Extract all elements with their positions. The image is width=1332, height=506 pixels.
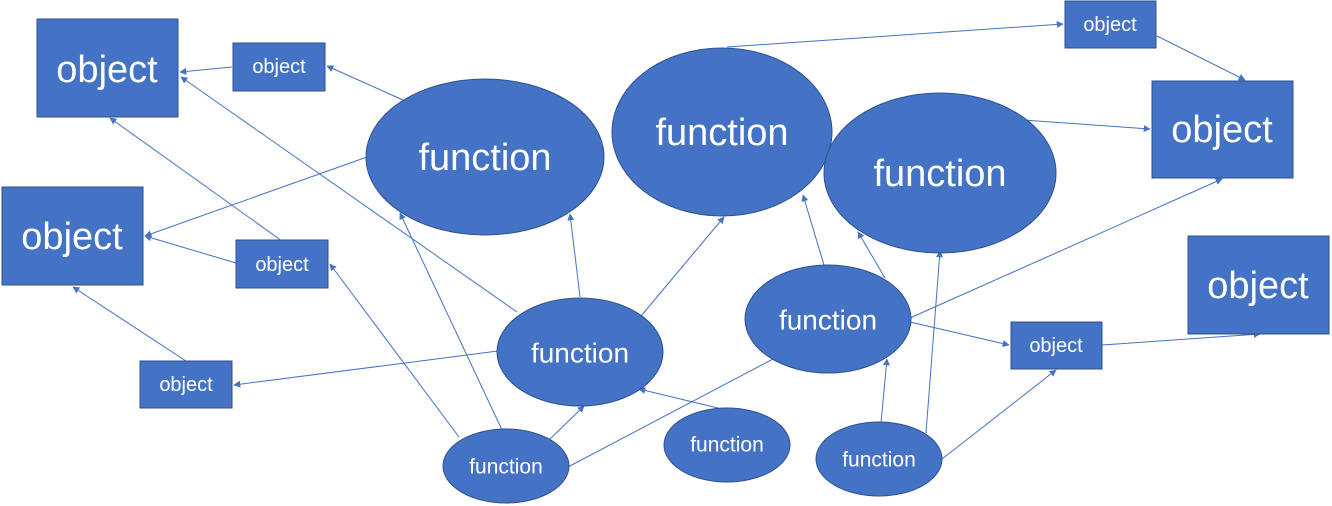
object-bottom-left-label: object	[159, 374, 213, 396]
function-main: function	[365, 78, 605, 236]
object-small-top-label: object	[252, 56, 306, 78]
edge-function-center-to-function-top	[640, 216, 725, 317]
edge-function-bottom-right-to-function-right-mid	[880, 358, 890, 424]
function-bottom-left: function	[442, 428, 570, 504]
edge-function-right-mid-to-object-small-right	[909, 321, 1010, 347]
edge-function-bottom-left-to-function-right-mid	[567, 358, 774, 468]
object-small-top: object	[232, 42, 326, 92]
object-right: object	[1151, 80, 1294, 179]
function-bottom-right: function	[815, 421, 943, 497]
object-bottom-left: object	[139, 360, 233, 409]
object-mid-left: object	[1, 186, 144, 286]
edge-object-top-right-to-object-right	[1156, 35, 1246, 81]
function-right-label: function	[873, 153, 1006, 195]
function-small: function	[663, 407, 791, 483]
function-top: function	[611, 47, 833, 217]
function-right-mid: function	[744, 264, 912, 374]
function-center: function	[496, 297, 664, 407]
edge-function-bottom-right-to-function-right	[925, 250, 944, 434]
object-bottom-right: object	[1187, 235, 1330, 335]
object-mid-left-label: object	[21, 216, 123, 258]
edge-function-right-mid-to-function-right	[857, 231, 886, 279]
function-right: function	[823, 92, 1057, 254]
object-top-right-label: object	[1083, 14, 1137, 36]
edge-function-center-to-function-main	[567, 213, 581, 298]
function-top-label: function	[655, 112, 788, 154]
edge-function-bottom-left-to-object-small-mid	[329, 263, 460, 438]
object-right-label: object	[1171, 109, 1273, 151]
object-small-right-label: object	[1029, 335, 1083, 357]
function-right-mid-label: function	[779, 305, 877, 336]
object-top-right: object	[1064, 0, 1157, 49]
edge-object-small-mid-to-object-mid-left	[144, 234, 237, 264]
edges	[72, 20, 1261, 468]
edge-object-small-mid-to-object-top-left	[109, 117, 283, 242]
edge-function-bottom-left-to-function-main	[399, 212, 504, 433]
edge-function-small-to-function-center	[638, 387, 727, 411]
edge-object-bottom-left-to-object-mid-left	[72, 286, 187, 362]
object-small-mid-label: object	[255, 254, 309, 276]
function-center-label: function	[531, 338, 629, 369]
edge-function-center-to-object-top-left	[180, 76, 518, 313]
object-top-left: object	[36, 18, 179, 118]
function-bottom-right-label: function	[842, 449, 916, 472]
edge-function-right-mid-to-function-top	[801, 194, 825, 266]
edge-object-small-right-to-object-bottom-right	[1101, 330, 1261, 346]
function-main-label: function	[418, 137, 551, 179]
object-small-mid: object	[235, 239, 329, 289]
edge-function-main-to-object-mid-left	[144, 156, 368, 238]
object-small-right: object	[1010, 321, 1103, 370]
object-bottom-right-label: object	[1207, 265, 1309, 307]
edge-function-bottom-right-to-object-small-right	[941, 369, 1057, 460]
function-bottom-left-label: function	[469, 456, 543, 479]
edge-object-small-to-object-left	[179, 66, 233, 75]
edge-function-main-to-object-small-top	[326, 65, 404, 101]
edge-function-right-mid-to-object-right	[909, 178, 1223, 319]
edge-function-right-to-object-right	[1022, 119, 1151, 133]
edge-function-top-to-object-top-right	[726, 20, 1064, 48]
function-small-label: function	[690, 434, 764, 457]
edge-function-center-to-object-bottom-left	[233, 350, 499, 388]
edge-function-bottom-left-to-function-center	[547, 405, 585, 442]
object-top-left-label: object	[56, 49, 158, 91]
